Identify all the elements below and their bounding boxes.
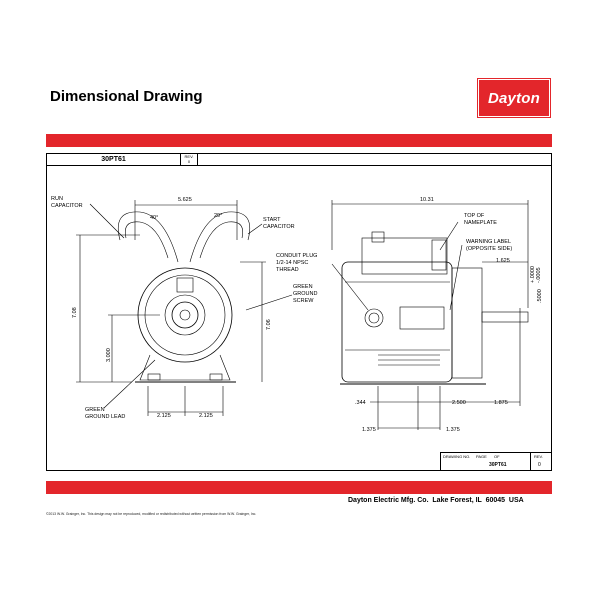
motor-end-view (76, 200, 293, 416)
company-address: Dayton Electric Mfg. Co. Lake Forest, IL… (348, 497, 524, 504)
dim-slot: .344 (355, 400, 366, 406)
dim-tol-minus: -.0005 (536, 267, 542, 283)
callout-start-capacitor: START CAPACITOR (263, 217, 295, 230)
drawing-frame (46, 153, 552, 471)
model-number: 30PT61 (101, 156, 126, 163)
copyright-notice: ©2013 W.W. Grainger, Inc. This design ma… (46, 512, 257, 516)
svg-text:THREAD: THREAD (276, 267, 299, 273)
title-block: DRAWING NO. PAGE OF REV. 30PT61 0 (440, 452, 551, 470)
dim-hole-spacing: 2.500 (452, 400, 466, 406)
dim-shaft-height: 3.000 (106, 348, 112, 362)
title-block-model: 30PT61 (489, 462, 507, 468)
dim-height-left: 7.08 (72, 307, 78, 318)
svg-text:GREEN: GREEN (85, 407, 105, 413)
svg-text:RUN: RUN (51, 196, 63, 202)
dim-shaft-to-hole: 1.875 (494, 400, 508, 406)
svg-text:CAPACITOR: CAPACITOR (263, 224, 295, 230)
dim-shaft-dia: .5000 (537, 289, 543, 303)
bottom-red-band (46, 481, 552, 494)
title-block-divider (530, 453, 531, 470)
svg-text:WARNING LABEL: WARNING LABEL (466, 239, 511, 245)
dim-slot-left: 1.375 (362, 427, 376, 433)
dim-slot-right: 1.375 (446, 427, 460, 433)
title-block-rev-value: 0 (538, 462, 541, 468)
svg-text:GREEN: GREEN (293, 284, 313, 290)
svg-text:SCREW: SCREW (293, 298, 314, 304)
dim-angle-left: 40° (150, 215, 158, 221)
svg-text:CAPACITOR: CAPACITOR (51, 203, 83, 209)
callout-warning-label: WARNING LABEL (OPPOSITE SIDE) (466, 239, 512, 252)
motor-side-view (331, 200, 529, 430)
callout-green-ground-lead: GREEN GROUND LEAD (85, 407, 125, 420)
of-label: OF (494, 454, 500, 459)
dim-angle-right: 29° (214, 213, 222, 219)
revision-cell: REV. 0 (180, 154, 198, 165)
svg-text:(OPPOSITE SIDE): (OPPOSITE SIDE) (466, 246, 512, 252)
dim-width-top: 5.625 (178, 197, 192, 203)
svg-text:GROUND: GROUND (293, 291, 317, 297)
revision-label: REV. (184, 154, 194, 159)
svg-text:CONDUIT PLUG: CONDUIT PLUG (276, 253, 317, 259)
svg-text:TOP OF: TOP OF (464, 213, 485, 219)
dim-base-right: 2.125 (199, 413, 213, 419)
sheet-header: 30PT61 REV. 0 (47, 154, 551, 166)
title-block-rev-label: REV. (534, 454, 543, 459)
svg-text:1/2-14 NPSC: 1/2-14 NPSC (276, 260, 308, 266)
callout-green-ground-screw: GREEN GROUND SCREW (293, 284, 317, 304)
top-red-band (46, 134, 552, 147)
dayton-logo: Dayton (477, 78, 551, 118)
dim-tol-plus: +.0000 (530, 266, 536, 283)
dim-base-left: 2.125 (157, 413, 171, 419)
svg-text:NAMEPLATE: NAMEPLATE (464, 220, 497, 226)
svg-text:GROUND LEAD: GROUND LEAD (85, 414, 125, 420)
dim-overall-length: 10.31 (420, 197, 434, 203)
dim-height-right: 7.06 (266, 319, 272, 330)
svg-text:START: START (263, 217, 281, 223)
page-label: PAGE (476, 454, 487, 459)
callout-conduit-plug: CONDUIT PLUG 1/2-14 NPSC THREAD (276, 253, 317, 273)
callout-top-of-nameplate: TOP OF NAMEPLATE (464, 213, 497, 226)
revision-value: 0 (187, 159, 191, 164)
drawing-no-label: DRAWING NO. (443, 454, 471, 459)
callout-run-capacitor: RUN CAPACITOR (51, 196, 83, 209)
page-title: Dimensional Drawing (50, 88, 203, 105)
dim-shaft-ext: 1.625 (496, 258, 510, 264)
